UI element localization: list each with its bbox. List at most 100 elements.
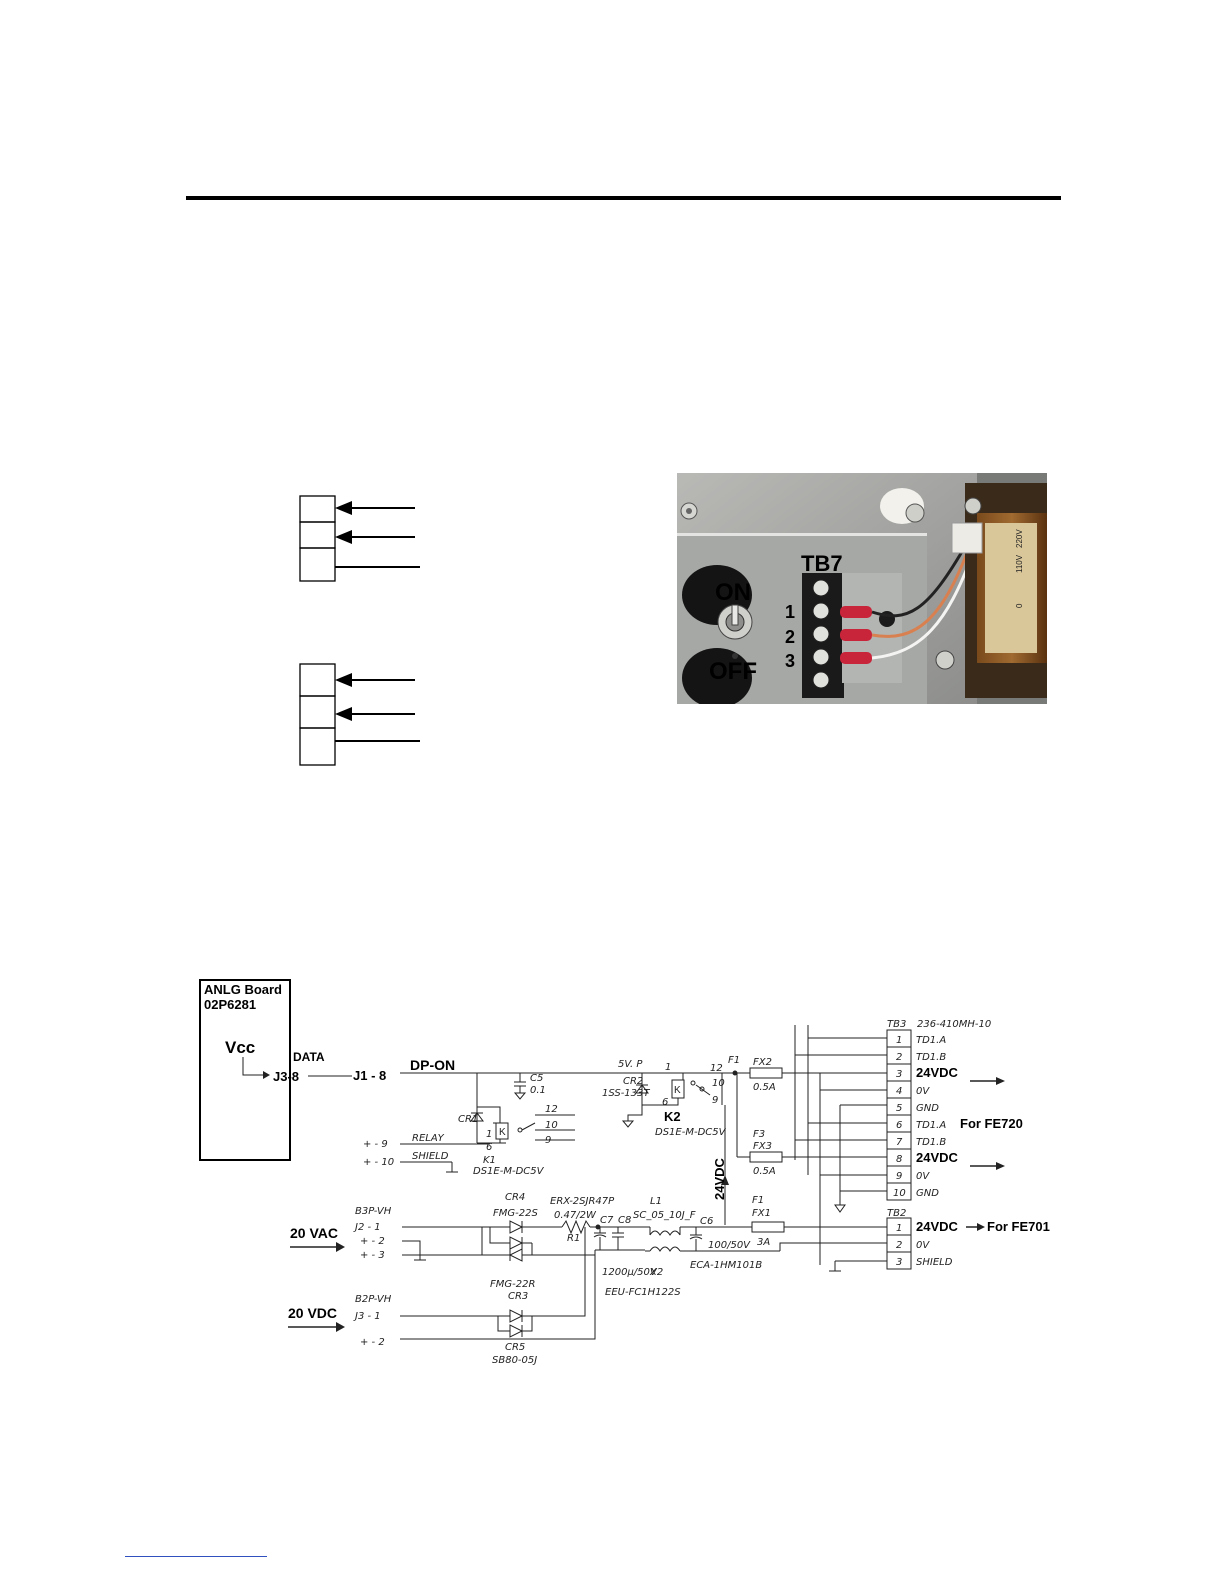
tb3-signal: TD1.A	[916, 1120, 946, 1131]
k2-pin-9: 9	[712, 1095, 718, 1106]
20vdc-label: 20 VDC	[288, 1305, 337, 1321]
j2-3-label: + - 3	[360, 1250, 385, 1261]
k2-pin-6: 6	[662, 1097, 668, 1108]
5v-p-label: 5V. P	[618, 1059, 643, 1070]
c5-label: C5	[530, 1073, 543, 1084]
for-fe701-label: For FE701	[987, 1219, 1050, 1234]
j3-2-label: + - 2	[360, 1337, 385, 1348]
arrow-icon	[335, 530, 352, 544]
j1-8-label: J1 - 8	[353, 1068, 386, 1083]
svg-text:K: K	[499, 1127, 506, 1138]
transformer: 110V 220V 0	[935, 483, 1047, 698]
k2-pin-10: 10	[712, 1078, 725, 1089]
shield-pin: + - 10	[363, 1157, 394, 1168]
tb3-pin-2: 2	[896, 1052, 902, 1063]
j2-1-label: J2 - 1	[353, 1222, 381, 1233]
arrow-icon	[335, 707, 352, 721]
footnote-rule	[125, 1556, 267, 1557]
tb3-signal: 24VDC	[916, 1065, 959, 1080]
tb3-pin-7: 7	[896, 1137, 903, 1148]
data-label: DATA	[293, 1050, 325, 1064]
c8-label: C8	[618, 1215, 631, 1226]
relay-label: RELAY	[412, 1133, 445, 1144]
cr1-label: CR1	[458, 1114, 478, 1125]
k1-label: K1	[483, 1155, 496, 1166]
terminal-block-diagrams	[299, 495, 420, 766]
l1-label: L1	[650, 1196, 662, 1207]
fx3-value: 0.5A	[753, 1166, 776, 1177]
power-switch	[717, 604, 753, 659]
tb3-part: 236-410MH-10	[917, 1019, 991, 1030]
c7-value: 1200μ/50V	[602, 1267, 658, 1278]
tb3-label: TB3	[887, 1019, 906, 1030]
arrow-icon	[996, 1162, 1005, 1170]
svg-text:K: K	[674, 1085, 681, 1096]
for-fe720-label: For FE720	[960, 1116, 1023, 1131]
cr3-label: CR3	[508, 1291, 528, 1302]
tb3-signal: 0V	[916, 1086, 930, 1097]
tb3-signal: 24VDC	[916, 1150, 959, 1165]
fx2-value: 0.5A	[753, 1082, 776, 1093]
c5-value: 0.1	[530, 1085, 546, 1096]
c7-part: EEU-FC1H122S	[605, 1287, 681, 1298]
k1-pin-10: 10	[545, 1120, 558, 1131]
cr3-part: FMG-22R	[490, 1279, 535, 1290]
cr4-part: FMG-22S	[493, 1208, 538, 1219]
24vdc-vertical-label: 24VDC	[712, 1157, 727, 1200]
r1-label: R1	[567, 1233, 580, 1244]
r1-value: 0.47/2W	[554, 1210, 597, 1221]
fx1-value: 3A	[757, 1237, 770, 1248]
tb7-photo: 110V 220V 0 TB7 ON OFF 1 2 3	[677, 473, 1047, 704]
tb2-pin-1: 1	[896, 1223, 902, 1234]
arrow-icon	[336, 1322, 345, 1332]
k1-pin-1: 1	[486, 1129, 492, 1140]
cr4-label: CR4	[505, 1192, 525, 1203]
off-label: OFF	[709, 658, 757, 685]
arrow-icon	[977, 1223, 985, 1231]
b3p-label: B3P-VH	[355, 1206, 392, 1217]
transformer-mark-0: 0	[1015, 603, 1024, 608]
tb3-signal: TD1.B	[916, 1052, 946, 1063]
tb3-signal: GND	[916, 1103, 939, 1114]
fx1-label: FX1	[752, 1208, 771, 1219]
arrow-icon	[336, 1242, 345, 1252]
tb3-pin-3: 3	[896, 1069, 902, 1080]
tb3-pin-4: 4	[896, 1086, 902, 1097]
anlg-title: ANLG Board	[204, 982, 282, 997]
tb2-pin-2: 2	[896, 1240, 902, 1251]
terminal-strip-tb7	[802, 573, 902, 698]
k2-pin-1: 1	[665, 1062, 671, 1073]
terminal-block-lower	[299, 663, 420, 766]
transformer-mark-220v: 220V	[1015, 529, 1024, 548]
arrow-icon	[335, 501, 352, 515]
b2p-label: B2P-VH	[355, 1294, 392, 1305]
j3-1-label: J3 - 1	[353, 1311, 381, 1322]
vcc-label: Vcc	[225, 1038, 255, 1057]
cr2-label: CR2	[623, 1076, 643, 1087]
terminal-block-upper	[299, 495, 420, 582]
relay-pin: + - 9	[363, 1139, 388, 1150]
tb3-signal: TD1.A	[916, 1035, 946, 1046]
k1-pin-6: 6	[486, 1142, 492, 1153]
terminal-number: 1	[785, 602, 795, 622]
tb3-pin-6: 6	[896, 1120, 902, 1131]
power-schematic: ANLG Board 02P6281 Vcc J3-8 DATA J1 - 8 …	[199, 979, 1050, 1366]
shield-label: SHIELD	[412, 1151, 449, 1162]
tb2-signal: 24VDC	[916, 1219, 959, 1234]
tb2-signal: 0V	[916, 1240, 930, 1251]
tb2-terminal-block	[886, 1217, 912, 1270]
k1-part: DS1E-M-DC5V	[473, 1166, 545, 1177]
k1-pin-9: 9	[545, 1135, 551, 1146]
k1-pin-12: 12	[545, 1104, 558, 1115]
c6-part: ECA-1HM101B	[690, 1260, 762, 1271]
tb2-pin-3: 3	[896, 1257, 902, 1268]
tb3-signal: TD1.B	[916, 1137, 946, 1148]
tb3-pin-1: 1	[896, 1035, 902, 1046]
terminal-number: 3	[785, 651, 795, 671]
cr5-part: SB80-05J	[492, 1355, 537, 1366]
r1-part: ERX-2SJR47P	[550, 1196, 615, 1207]
x2-label: X2	[649, 1267, 663, 1278]
anlg-board: ANLG Board 02P6281 Vcc J3-8 DATA	[199, 979, 325, 1161]
f1b-label: F1	[752, 1195, 764, 1206]
header-rule	[186, 196, 1061, 200]
